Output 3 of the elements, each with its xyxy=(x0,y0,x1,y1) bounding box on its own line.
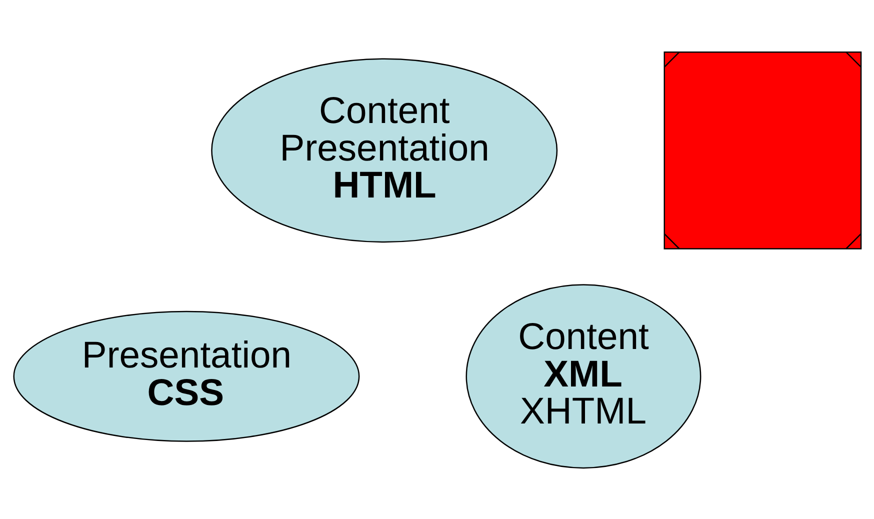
node-ellipse: Content XML XHTML xyxy=(465,284,701,468)
node-ellipse: Presentation CSS xyxy=(12,310,360,442)
node-ellipse: Content Presentation HTML xyxy=(210,58,558,242)
